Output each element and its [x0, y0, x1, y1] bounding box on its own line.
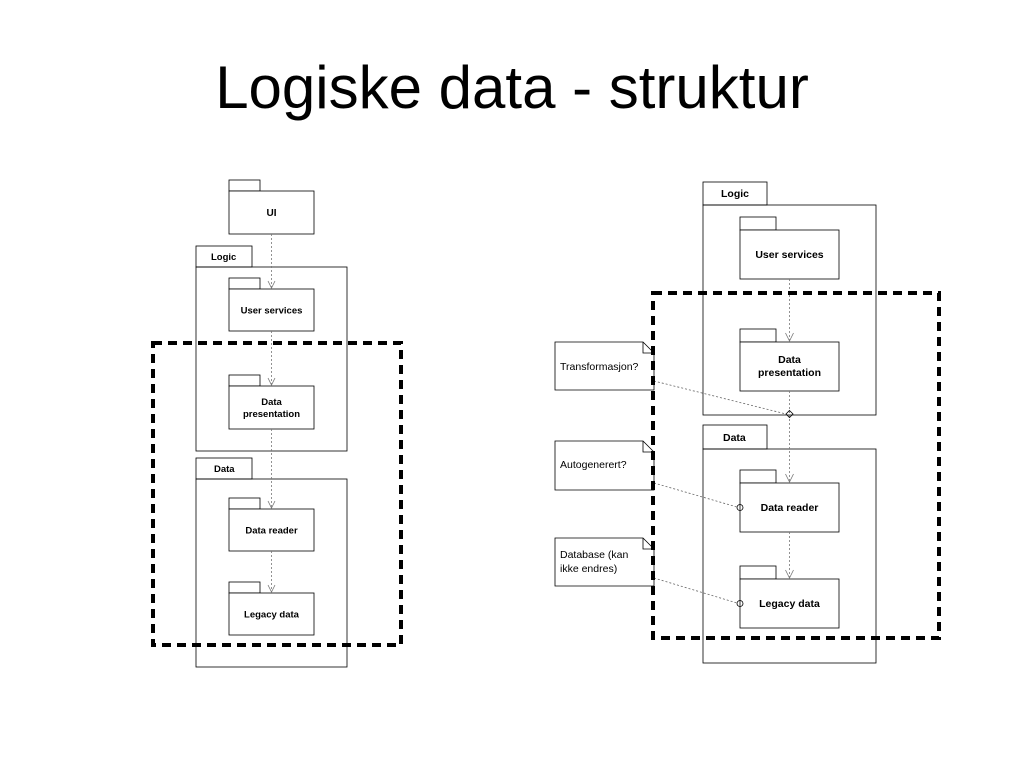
right-data-reader-label: Data reader [761, 502, 819, 514]
left-data-presentation-package[interactable]: Data presentation [228, 374, 315, 430]
right-user-services-package[interactable]: User services [739, 216, 840, 280]
left-selection-boundary [151, 341, 403, 647]
database-anchor-icon [736, 600, 744, 607]
right-legacy-data-label: Legacy data [759, 598, 820, 610]
left-dependency-arrows [267, 234, 276, 593]
right-data-presentation-package[interactable]: Data presentation [739, 328, 840, 392]
right-logic-label: Logic [721, 188, 749, 200]
right-diagram: Logic User services Data presentation Da… [554, 181, 941, 664]
left-ui-package[interactable]: UI [228, 179, 315, 235]
left-ui-label: UI [267, 208, 277, 219]
left-legacy-data-label: Legacy data [244, 610, 300, 621]
left-data-reader-package[interactable]: Data reader [228, 497, 315, 552]
left-user-services-package[interactable]: User services [228, 277, 315, 332]
note-database-text-1: Database (kan [560, 549, 628, 561]
left-data-presentation-label-1: Data [261, 397, 282, 408]
note-transformasjon-text: Transformasjon? [560, 361, 639, 373]
transformasjon-anchor-icon [785, 409, 794, 419]
autogenerert-anchor-icon [736, 504, 744, 511]
slide-title: Logiske data - struktur [215, 54, 809, 121]
note-transformasjon[interactable]: Transformasjon? [554, 341, 655, 391]
left-user-services-label: User services [241, 306, 303, 317]
left-logic-label: Logic [211, 252, 236, 263]
right-legacy-data-package[interactable]: Legacy data [739, 565, 840, 629]
note-autogenerert-text: Autogenerert? [560, 459, 627, 471]
right-logic-frame[interactable]: Logic [702, 181, 877, 416]
note-database-text-2: ikke endres) [560, 563, 617, 575]
right-dependency-arrows [785, 279, 794, 579]
left-data-reader-label: Data reader [245, 526, 298, 537]
right-data-presentation-label-2: presentation [758, 367, 821, 379]
note-connectors [653, 380, 794, 607]
left-data-presentation-label-2: presentation [243, 409, 300, 420]
note-autogenerert[interactable]: Autogenerert? [554, 440, 655, 491]
right-data-label: Data [723, 432, 746, 444]
right-selection-boundary [651, 291, 941, 640]
right-user-services-label: User services [755, 249, 823, 261]
note-database[interactable]: Database (kan ikke endres) [554, 537, 655, 587]
left-diagram: UI Logic User services Data presentation… [151, 179, 403, 668]
left-legacy-data-package[interactable]: Legacy data [228, 581, 315, 636]
right-data-reader-package[interactable]: Data reader [739, 469, 840, 533]
left-data-label: Data [214, 464, 235, 475]
right-data-presentation-label-1: Data [778, 354, 801, 366]
